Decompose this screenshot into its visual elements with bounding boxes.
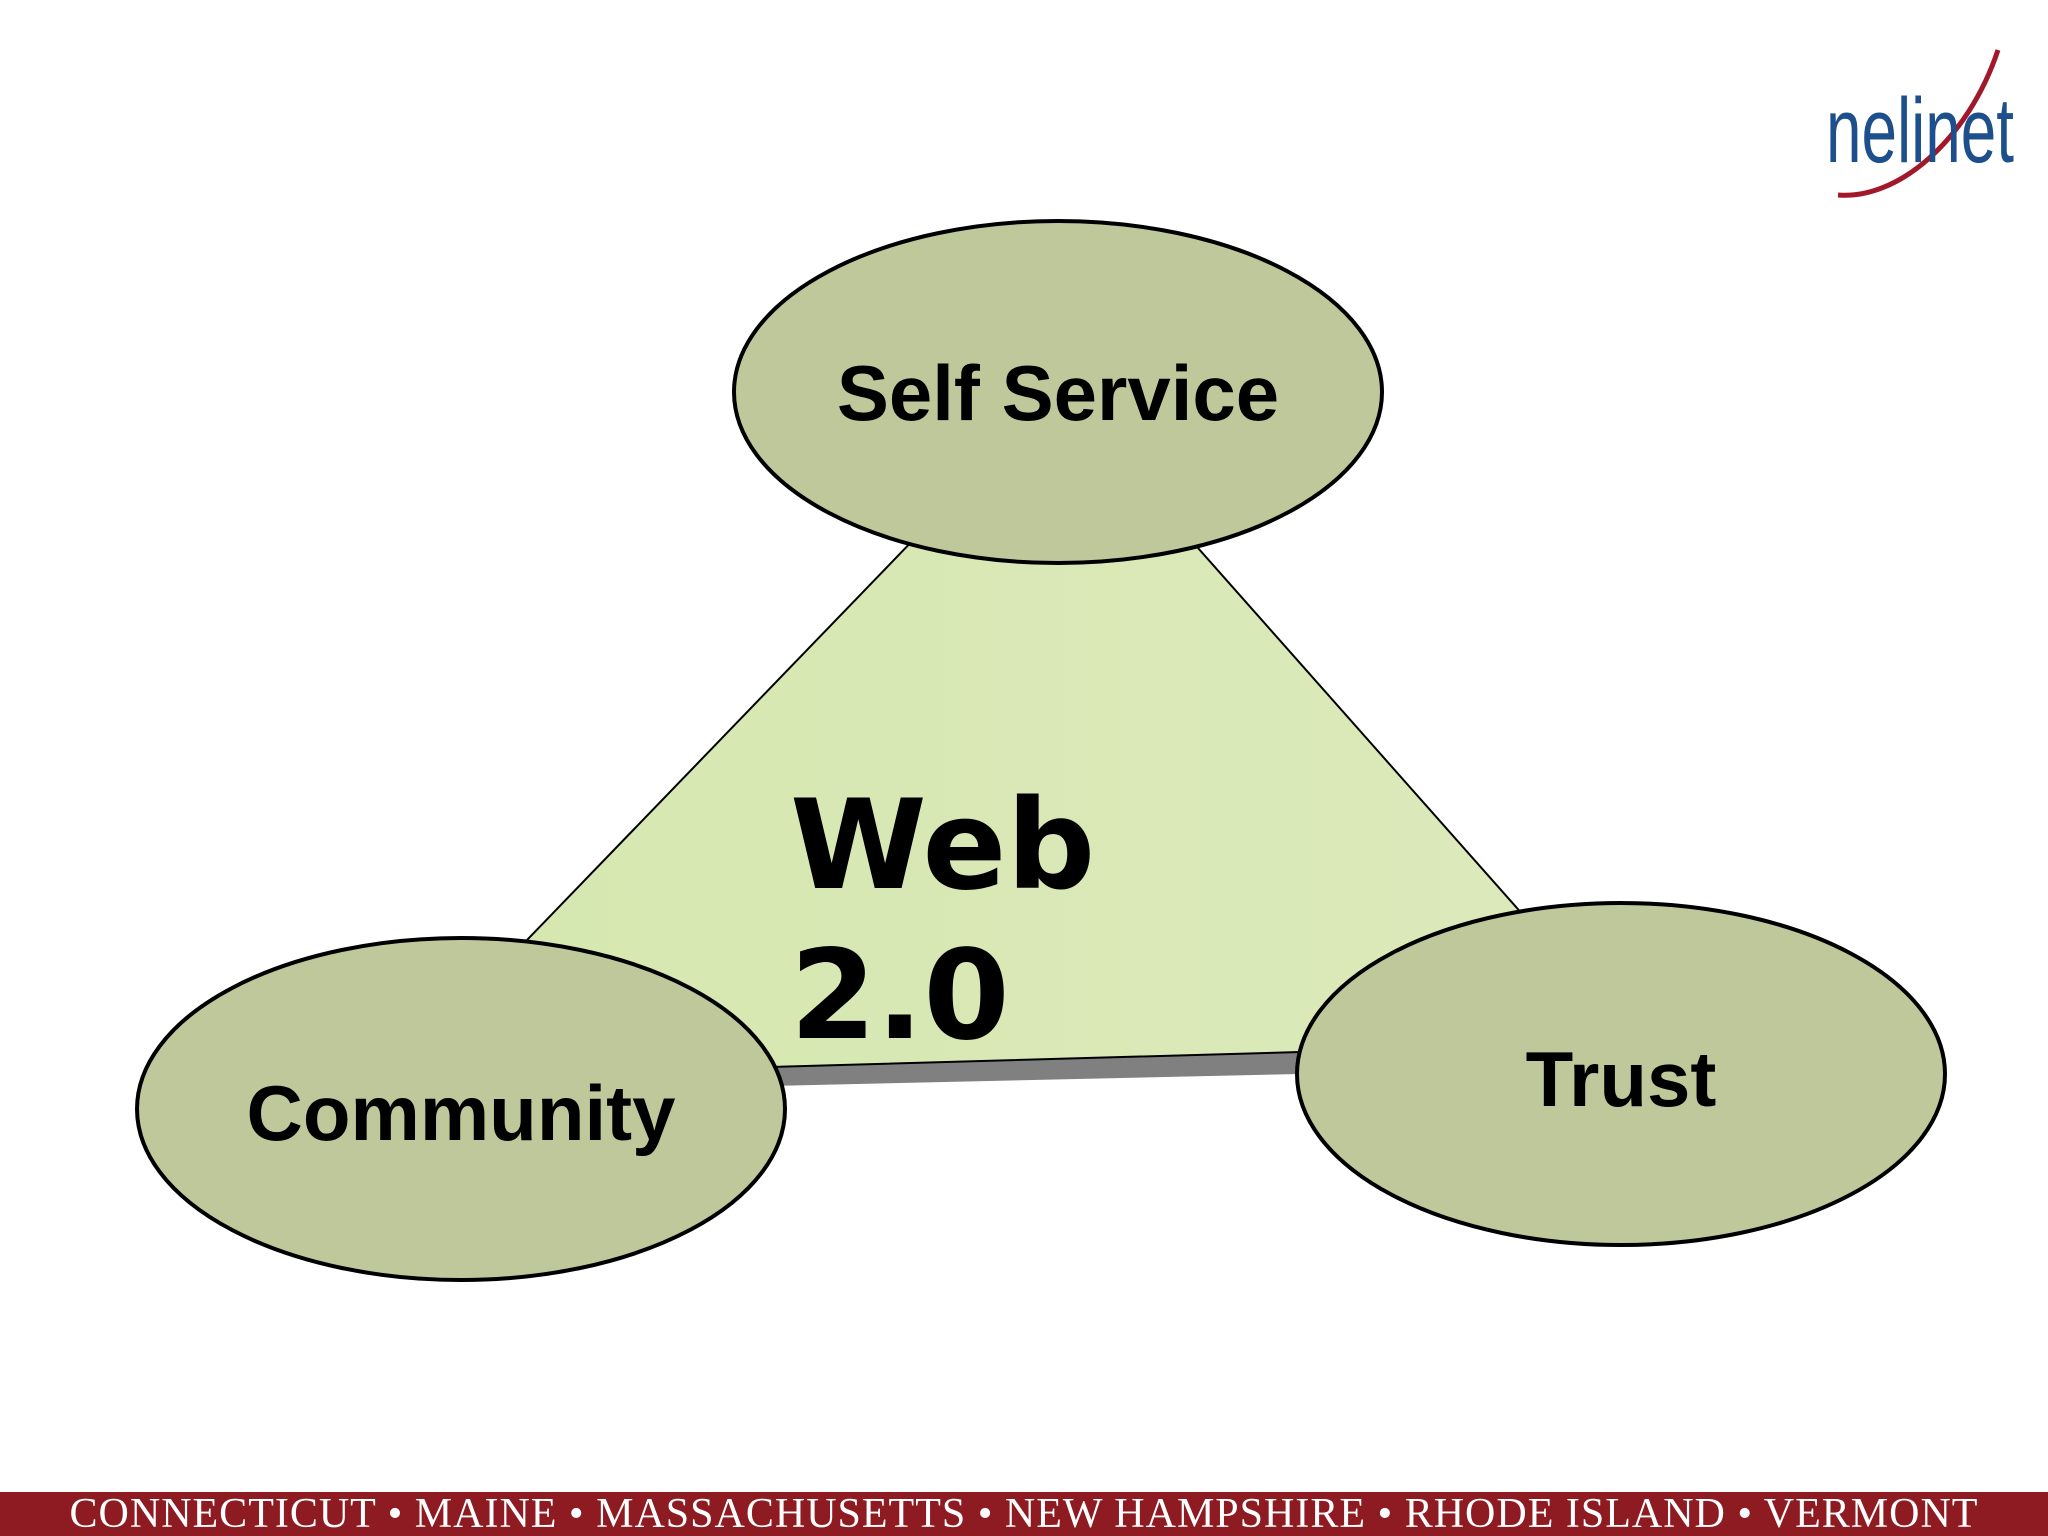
- nelinet-logo: nelinet: [1826, 49, 2014, 198]
- center-label-line1: Web: [790, 774, 1095, 918]
- logo-text: nelinet: [1826, 80, 2014, 182]
- triangle-shadow: [770, 1052, 1300, 1086]
- node-self-service: Self Service: [732, 219, 1384, 565]
- center-label-line2: 2.0: [790, 924, 1010, 1068]
- node-community-label: Community: [247, 1069, 676, 1157]
- web2-triangle: [498, 388, 1542, 1069]
- node-trust: Trust: [1295, 901, 1947, 1247]
- node-community: Community: [135, 936, 787, 1282]
- footer-banner: CONNECTICUT • MAINE • MASSACHUSETTS • NE…: [0, 1492, 2048, 1536]
- node-trust-label: Trust: [1526, 1035, 1717, 1123]
- node-self-service-label: Self Service: [837, 349, 1279, 437]
- footer-states: CONNECTICUT • MAINE • MASSACHUSETTS • NE…: [69, 1492, 1979, 1536]
